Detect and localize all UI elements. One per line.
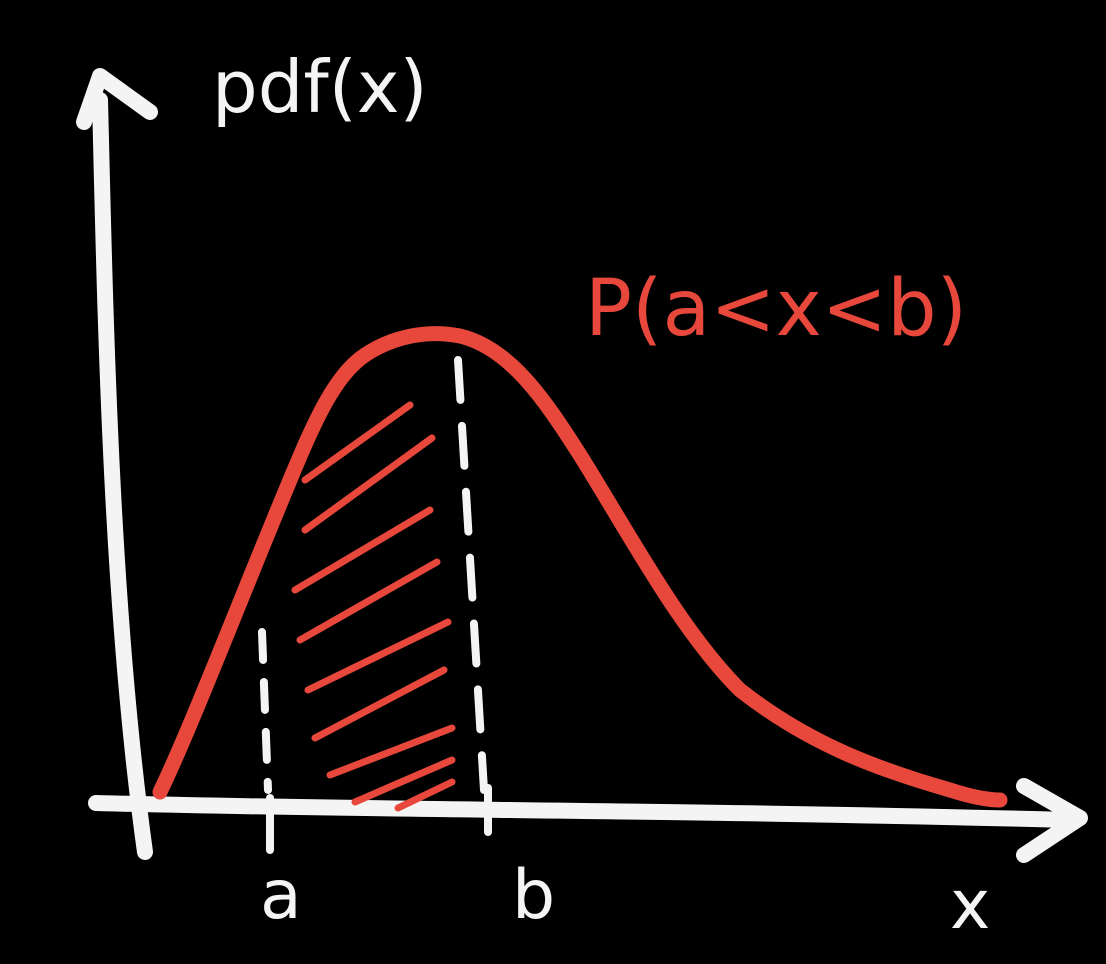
hatch-stroke (311, 666, 448, 742)
hatch-stroke (291, 506, 434, 594)
hatch-stroke (304, 618, 452, 694)
y-axis-arrowhead (76, 68, 158, 130)
hatch-stroke (296, 558, 441, 644)
hatch-stroke (351, 756, 456, 806)
hatch-stroke (301, 434, 436, 534)
x-axis-line (88, 795, 1076, 828)
x-label-b: b (512, 856, 555, 935)
x-axis-label: x (950, 866, 990, 945)
hatch-stroke (326, 724, 456, 779)
y-axis-line (92, 92, 153, 860)
x-label-a: a (260, 856, 302, 935)
hatched-area (291, 401, 456, 812)
probability-label: P(a<x<b) (585, 264, 967, 354)
hatch-stroke (301, 401, 414, 484)
y-axis-label: pdf(x) (212, 45, 428, 129)
x-axis-arrowhead (1016, 778, 1088, 863)
dashed-line-a (258, 628, 272, 794)
dashed-line-b (454, 356, 488, 794)
pdf-curve (152, 326, 1008, 808)
hatch-stroke (394, 778, 456, 812)
